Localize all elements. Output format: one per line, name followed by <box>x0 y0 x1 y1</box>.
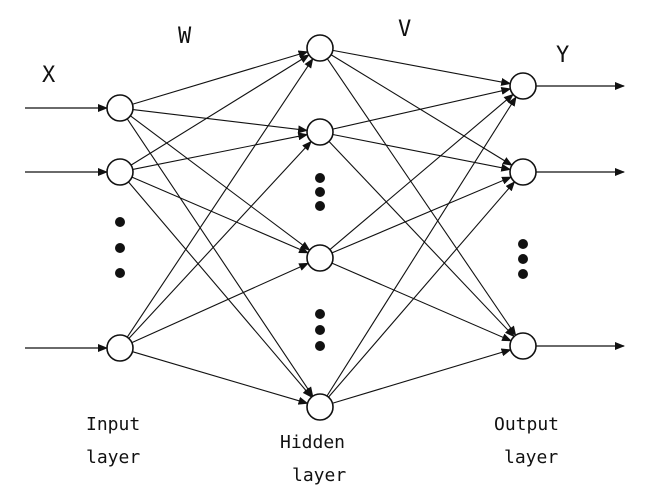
hidden-node-0 <box>306 34 334 62</box>
io-arrows <box>25 82 625 352</box>
input-node-1 <box>106 158 134 186</box>
output-ellipsis-dot-2 <box>518 269 528 279</box>
connection-w-1-1 <box>132 132 309 170</box>
connection-w-1-0 <box>130 54 310 166</box>
connection-v-3-2 <box>332 348 512 404</box>
output-node-0 <box>509 72 537 100</box>
output-node-2 <box>509 332 537 360</box>
hidden-ellipsis-lower-dot-1 <box>315 325 325 335</box>
hidden-ellipsis-lower-dot-2 <box>315 341 325 351</box>
connection-w-0-0 <box>132 50 309 105</box>
connection-v-0-1 <box>330 54 513 166</box>
hidden-ellipsis-upper-dot-0 <box>315 173 325 183</box>
hidden-layer-label-line2: layer <box>292 465 346 486</box>
input-ellipsis-dot-2 <box>115 268 125 278</box>
hidden-layer-label-line1: Hidden <box>280 432 345 453</box>
connection-v-2-2 <box>331 262 512 342</box>
input-hidden-connections <box>126 50 314 405</box>
input-node-0 <box>106 94 134 122</box>
connection-w-0-3 <box>126 118 314 398</box>
output-ellipsis-dot-0 <box>518 239 528 249</box>
connection-v-1-2 <box>328 141 515 338</box>
connection-v-1-1 <box>332 133 512 172</box>
hidden-ellipsis-upper-dot-1 <box>315 187 325 197</box>
connection-w-0-1 <box>132 109 309 134</box>
input-node-2 <box>106 334 134 362</box>
connection-w-1-3 <box>128 181 313 398</box>
connection-w-0-2 <box>130 115 311 251</box>
connection-v-0-2 <box>326 58 517 337</box>
connection-v-1-0 <box>332 86 512 130</box>
hidden-node-3 <box>306 393 334 421</box>
connection-v-2-0 <box>329 93 514 251</box>
connection-v-3-1 <box>328 181 516 398</box>
input-ellipsis-dot-1 <box>115 243 125 253</box>
weights-symbol-v: V <box>398 17 411 42</box>
hidden-node-1 <box>306 118 334 146</box>
output-layer-label-line2: layer <box>504 447 558 468</box>
input-layer-label-line1: Input <box>86 414 140 435</box>
hidden-node-2 <box>306 244 334 272</box>
output-ellipsis-dot-1 <box>518 254 528 264</box>
connection-w-2-3 <box>132 351 309 405</box>
weights-symbol-w: W <box>178 24 192 49</box>
hidden-ellipsis-lower-dot-0 <box>315 309 325 319</box>
connection-v-0-0 <box>332 49 512 86</box>
connection-v-3-0 <box>326 96 517 397</box>
hidden-output-connections <box>326 49 517 404</box>
input-symbol-x: X <box>42 63 56 88</box>
input-ellipsis-dot-0 <box>115 217 125 227</box>
output-layer-label-line1: Output <box>494 414 559 435</box>
connection-w-2-0 <box>126 57 314 338</box>
nodes <box>106 34 537 421</box>
connection-v-2-1 <box>331 176 512 254</box>
ellipsis-dots <box>115 173 528 351</box>
output-symbol-y: Y <box>556 43 569 68</box>
connection-w-2-1 <box>128 140 312 339</box>
connection-w-1-2 <box>131 176 309 254</box>
connection-w-2-2 <box>131 262 310 344</box>
output-node-1 <box>509 158 537 186</box>
hidden-ellipsis-upper-dot-2 <box>315 201 325 211</box>
input-layer-label-line2: layer <box>86 447 140 468</box>
